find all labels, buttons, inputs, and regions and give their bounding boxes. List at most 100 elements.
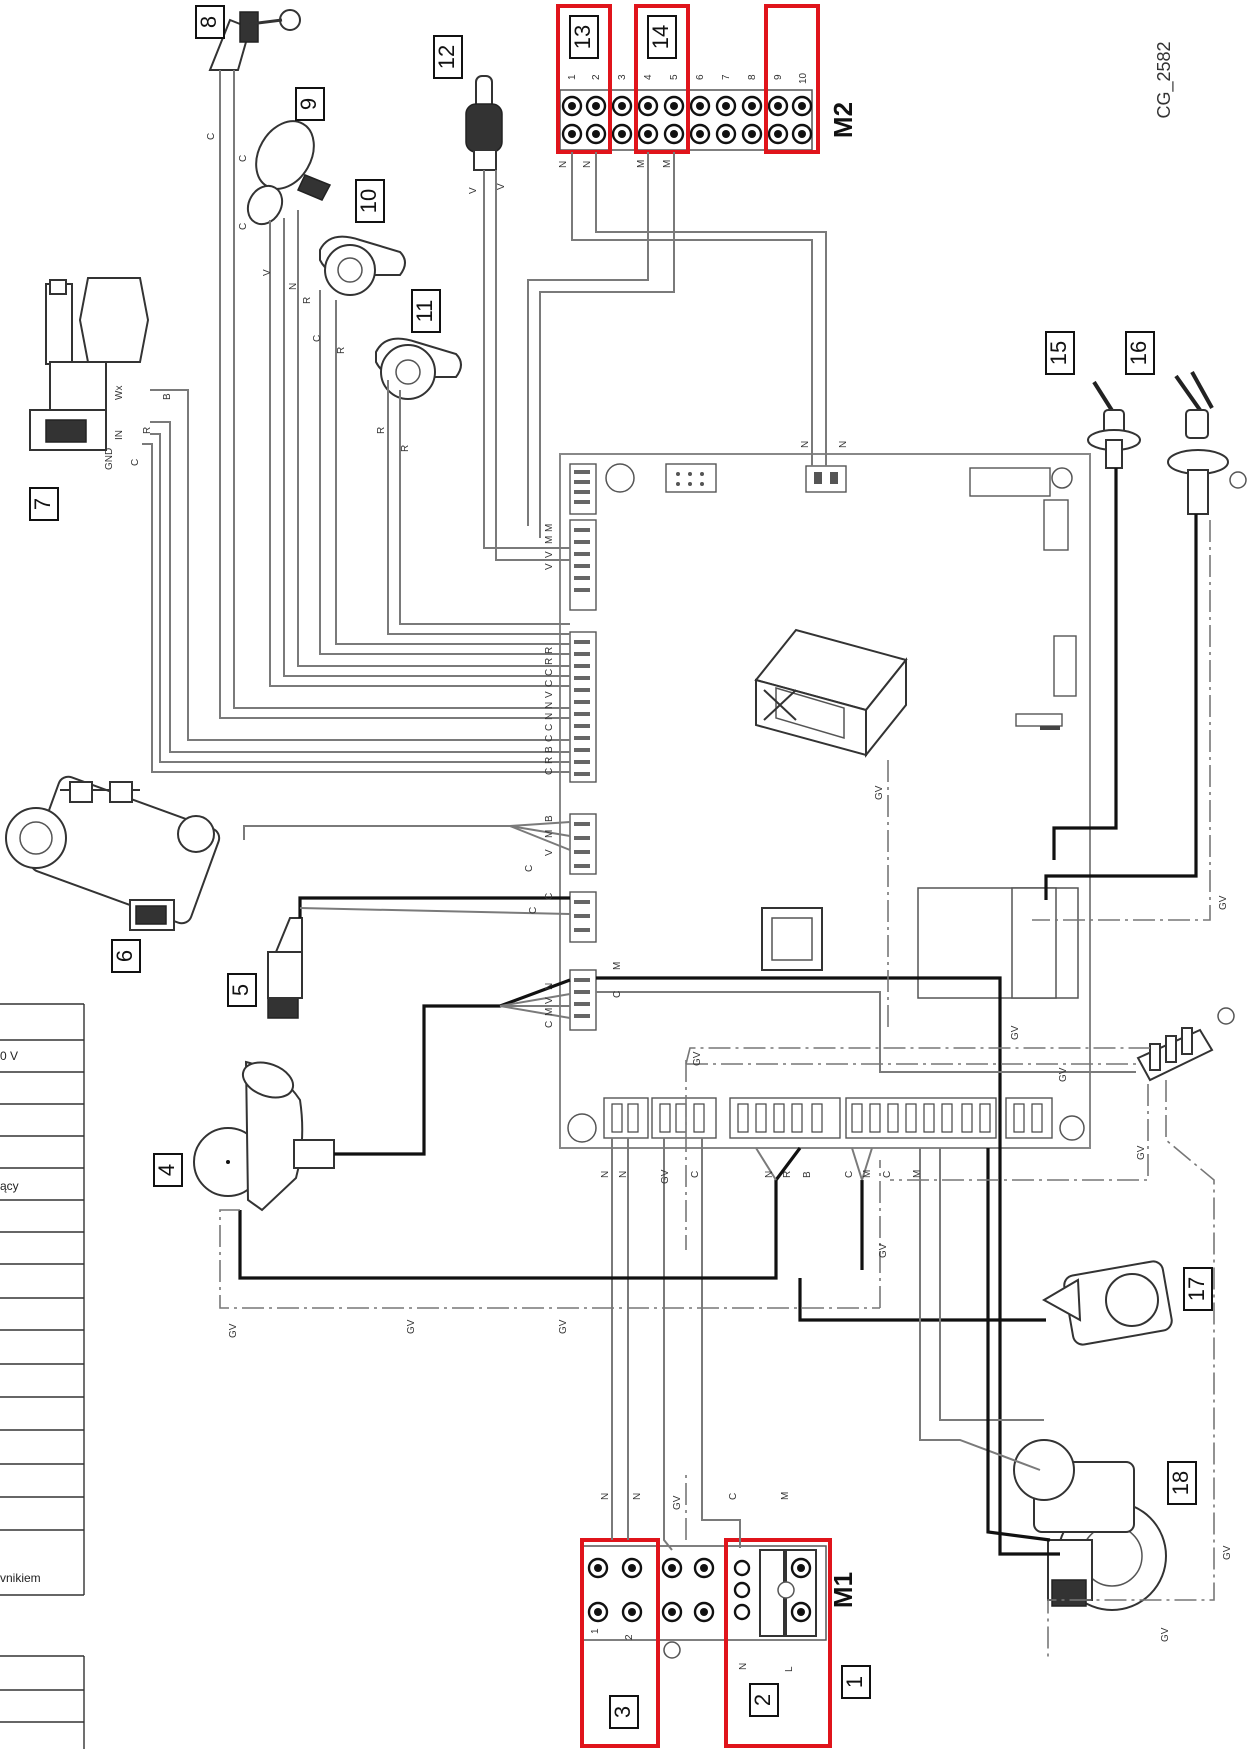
label-s9-c: C (238, 223, 249, 230)
tag-16: 16 (1125, 331, 1155, 375)
label-bottom-9: C (882, 1171, 893, 1178)
highlight-14 (634, 4, 690, 154)
tag-3: 3 (609, 1695, 639, 1729)
label-gv-1: GV (406, 1319, 417, 1334)
label-s9-v: V (262, 269, 273, 276)
label-mid-8: C (544, 680, 555, 687)
m1-terminal-1: 1 (590, 1628, 601, 1634)
svg-text:4: 4 (154, 1164, 179, 1176)
label-gv-4: GV (878, 1243, 889, 1258)
svg-text:9: 9 (296, 98, 321, 110)
label-mid-3: C (544, 735, 555, 742)
svg-text:11: 11 (412, 300, 437, 323)
tag-5: 5 (227, 973, 257, 1007)
svg-text:13: 13 (570, 25, 595, 49)
tag-18: 18 (1167, 1461, 1197, 1505)
label-mid-4: C (544, 724, 555, 731)
tag-13: 13 (569, 15, 599, 59)
svg-text:7: 7 (30, 498, 55, 510)
label-mid-7: V (544, 691, 555, 698)
svg-text:1: 1 (842, 1676, 867, 1688)
m2-terminal-5: 5 (669, 74, 680, 80)
component-7-flow-switch (29, 277, 150, 451)
component-17-diverter (1041, 1260, 1173, 1346)
component-5-thermostat (267, 917, 303, 1019)
label-f7-in: IN (114, 430, 125, 440)
tag-11: 11 (411, 289, 441, 333)
m2-label: M2 (828, 102, 858, 138)
label-upper-m2: M (544, 524, 555, 532)
terminal-block-m1: 1 2 N L M1 (580, 1538, 858, 1748)
component-18-pump (1013, 1439, 1167, 1611)
label-bottom-6: B (802, 1171, 813, 1178)
label-upper-v2: V (544, 551, 555, 558)
label-gv-11: GV (1160, 1627, 1171, 1642)
label-f7-gnd: GND (104, 448, 115, 470)
label-bottom-2: GV (660, 1169, 671, 1184)
label-m1-c: C (728, 1493, 739, 1500)
svg-text:17: 17 (1184, 1277, 1209, 1301)
m1-terminal-2: 2 (624, 1634, 635, 1640)
highlight-3 (580, 1538, 660, 1748)
m2-terminal-2: 2 (591, 74, 602, 80)
label-m2-n2: N (582, 161, 593, 168)
label-bottom-7: C (844, 1171, 855, 1178)
component-12-sensor (465, 75, 503, 171)
label-s10-r: R (336, 347, 347, 354)
label-mid-9: C (544, 669, 555, 676)
label-s12-v1: V (468, 187, 479, 194)
label-gv-7: GV (1058, 1067, 1069, 1082)
component-10-sensor (319, 235, 406, 296)
label-m2-n1: N (558, 161, 569, 168)
m1-side-l: L (784, 1666, 795, 1672)
tag-15: 15 (1045, 331, 1075, 375)
component-15-electrode (1087, 380, 1141, 469)
svg-text:10: 10 (356, 189, 381, 213)
label-s8-c1: C (206, 133, 217, 140)
label-mid-6: N (544, 702, 555, 709)
m2-terminal-6: 6 (695, 74, 706, 80)
label-gv-0: GV (228, 1323, 239, 1338)
svg-text:14: 14 (648, 25, 673, 49)
m2-terminal-10: 10 (798, 72, 809, 84)
m1-side-n: N (738, 1663, 749, 1670)
tag-17: 17 (1183, 1267, 1213, 1311)
label-4-v: V (544, 997, 555, 1004)
label-board-m: M (612, 962, 623, 970)
label-s10-c: C (312, 335, 323, 342)
label-s9-r: R (302, 297, 313, 304)
label-4-m: M (544, 1008, 555, 1016)
label-gv-8: GV (1136, 1145, 1147, 1160)
tag-14: 14 (647, 15, 677, 59)
highlight-2 (724, 1538, 832, 1748)
label-f7-c: C (130, 459, 141, 466)
component-16-electrode (1167, 371, 1247, 515)
label-gv-10: GV (1222, 1545, 1233, 1560)
label-gv-9: GV (1218, 895, 1229, 910)
component-9-sensor (246, 120, 332, 226)
label-s12-v2: V (496, 183, 507, 190)
label-f7-b: B (162, 393, 173, 400)
label-f7-r: R (142, 427, 153, 434)
legend-fragment-3: vnikiem (0, 1571, 41, 1585)
label-valve-m: M (544, 830, 555, 838)
label-4-n: N (544, 983, 555, 990)
label-gv-2: GV (558, 1319, 569, 1334)
tag-12: 12 (433, 35, 463, 79)
label-m1-n1: N (600, 1493, 611, 1500)
svg-text:8: 8 (196, 16, 221, 28)
label-bottom-1: N (618, 1171, 629, 1178)
terminal-strip-m2: 1 2 3 4 5 6 7 8 9 10 M2 (556, 4, 858, 154)
label-mid-1: R (544, 757, 555, 764)
label-mid-11: R (544, 647, 555, 654)
tag-2: 2 (749, 1683, 779, 1717)
tag-10: 10 (355, 179, 385, 223)
wire-labels: N N M M N N V V M M C R B C C N N V C C … (104, 133, 1233, 1642)
m2-terminal-1: 1 (567, 74, 578, 80)
tag-9: 9 (295, 87, 325, 121)
label-gv-3: GV (692, 1051, 703, 1066)
label-bottom-5: R (782, 1171, 793, 1178)
label-m2-m2: M (662, 160, 673, 168)
m2-terminal-7: 7 (721, 74, 732, 80)
